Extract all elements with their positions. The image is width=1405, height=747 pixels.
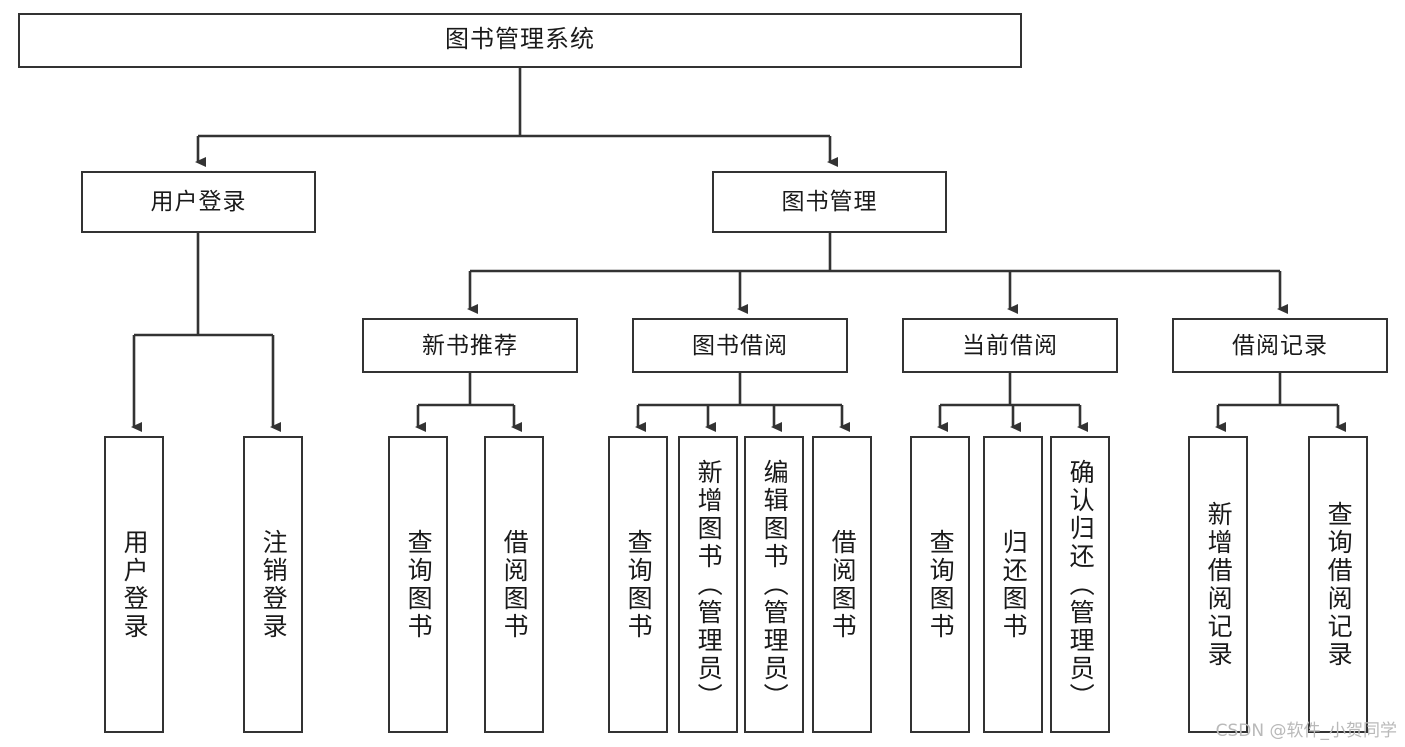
- leaf-borrow-book-rec[interactable]: 借阅图书: [484, 436, 544, 733]
- node-borrow-record-label: 借阅记录: [1232, 331, 1328, 358]
- leaf-label: 注销登录: [259, 528, 288, 641]
- leaf-query-book-rec[interactable]: 查询图书: [388, 436, 448, 733]
- leaf-label: 查询借阅记录: [1324, 500, 1353, 669]
- leaf-label: 新增借阅记录: [1204, 500, 1233, 669]
- leaf-logout-login[interactable]: 注销登录: [243, 436, 303, 733]
- leaf-label: 归还图书: [999, 528, 1028, 641]
- node-current-borrow[interactable]: 当前借阅: [902, 318, 1118, 373]
- node-borrow-record[interactable]: 借阅记录: [1172, 318, 1388, 373]
- leaf-label: 查询图书: [404, 528, 433, 641]
- leaf-borrow-book[interactable]: 借阅图书: [812, 436, 872, 733]
- leaf-label: 查询图书: [926, 528, 955, 641]
- leaf-query-book-borrow[interactable]: 查询图书: [608, 436, 668, 733]
- leaf-label: 确认归还（管理员）: [1066, 458, 1095, 711]
- leaf-add-borrow-record[interactable]: 新增借阅记录: [1188, 436, 1248, 733]
- node-user-login[interactable]: 用户登录: [81, 171, 316, 233]
- leaf-label: 用户登录: [120, 528, 149, 641]
- node-book-management[interactable]: 图书管理: [712, 171, 947, 233]
- node-book-management-label: 图书管理: [781, 188, 878, 215]
- node-root[interactable]: 图书管理系统: [18, 13, 1022, 68]
- leaf-label: 编辑图书（管理员）: [760, 458, 789, 711]
- leaf-confirm-return-admin[interactable]: 确认归还（管理员）: [1050, 436, 1110, 733]
- leaf-add-book-admin[interactable]: 新增图书（管理员）: [678, 436, 738, 733]
- leaf-query-borrow-record[interactable]: 查询借阅记录: [1308, 436, 1368, 733]
- node-root-label: 图书管理系统: [445, 26, 595, 54]
- node-current-borrow-label: 当前借阅: [962, 331, 1058, 358]
- leaf-label: 查询图书: [624, 528, 653, 641]
- leaf-query-book-current[interactable]: 查询图书: [910, 436, 970, 733]
- leaf-return-book[interactable]: 归还图书: [983, 436, 1043, 733]
- node-new-book-recommend[interactable]: 新书推荐: [362, 318, 578, 373]
- leaf-user-login[interactable]: 用户登录: [104, 436, 164, 733]
- leaf-label: 新增图书（管理员）: [694, 458, 723, 711]
- leaf-label: 借阅图书: [500, 528, 529, 641]
- leaf-label: 借阅图书: [828, 528, 857, 641]
- node-new-book-recommend-label: 新书推荐: [422, 331, 518, 358]
- csdn-watermark: CSDN @软件_小贺同学: [1215, 721, 1397, 741]
- leaf-edit-book-admin[interactable]: 编辑图书（管理员）: [744, 436, 804, 733]
- node-user-login-label: 用户登录: [150, 188, 247, 215]
- node-book-borrow[interactable]: 图书借阅: [632, 318, 848, 373]
- node-book-borrow-label: 图书借阅: [692, 331, 788, 358]
